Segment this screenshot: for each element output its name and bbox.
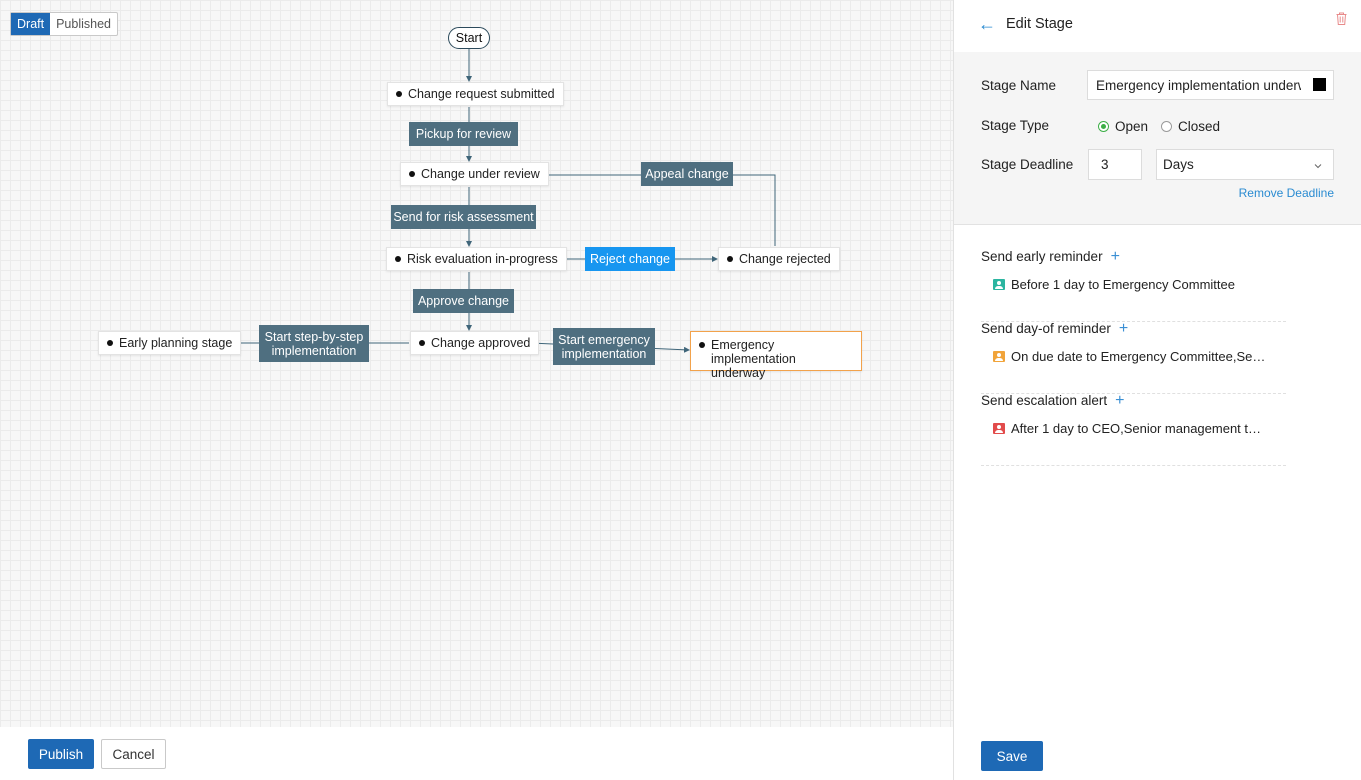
person-card-icon [993,423,1005,434]
transition-pickup-for-review[interactable]: Pickup for review [409,122,518,146]
publish-button[interactable]: Publish [28,739,94,769]
bullet-icon [727,256,733,262]
stage-node-change-rejected[interactable]: Change rejected [718,247,840,271]
transition-send-for-risk-assessment[interactable]: Send for risk assessment [391,205,536,229]
stage-node-early-planning[interactable]: Early planning stage [98,331,242,355]
bullet-icon [409,171,415,177]
bullet-icon [107,340,113,346]
stage-name-input[interactable]: Emergency implementation underway [1087,70,1334,100]
stage-node-change-request-submitted[interactable]: Change request submitted [387,82,564,106]
escalation-alert-section: Send escalation alert + After 1 day to C… [981,391,1286,466]
transition-start-step-by-step[interactable]: Start step-by-step implementation [259,325,369,362]
bullet-icon [419,340,425,346]
bullet-icon [396,91,402,97]
radio-checked-icon [1098,121,1109,132]
deadline-value: 3 [1101,157,1109,172]
person-card-icon [993,279,1005,290]
stage-color-swatch[interactable] [1313,78,1326,91]
bullet-icon [395,256,401,262]
stage-form: Stage Name Emergency implementation unde… [954,52,1361,225]
section-title: Send early reminder [981,249,1103,264]
bottom-action-bar: Publish Cancel [0,727,954,780]
panel-title: Edit Stage [1006,16,1073,32]
transition-start-emergency[interactable]: Start emergency implementation [553,328,655,365]
stage-node-risk-evaluation[interactable]: Risk evaluation in-progress [386,247,567,271]
stage-node-change-approved[interactable]: Change approved [410,331,540,355]
edit-stage-panel: ← Edit Stage Stage Name Emergency implem… [954,0,1361,780]
stage-name-label: Stage Name [981,78,1057,93]
early-reminder-item[interactable]: Before 1 day to Emergency Committee [993,277,1235,292]
panel-header: ← Edit Stage [954,0,1361,52]
deadline-value-input[interactable]: 3 [1088,149,1142,180]
day-of-reminder-section: Send day-of reminder + On due date to Em… [981,319,1286,394]
day-of-reminder-item[interactable]: On due date to Emergency Committee,Se… [993,349,1265,364]
radio-unchecked-icon [1161,121,1172,132]
add-early-reminder-plus-icon[interactable]: + [1110,247,1120,265]
stage-node-label: Change request submitted [408,87,555,101]
escalation-alert-item[interactable]: After 1 day to CEO,Senior management t… [993,421,1261,436]
add-day-of-reminder-plus-icon[interactable]: + [1118,319,1129,337]
section-title: Send day-of reminder [981,321,1111,336]
start-node[interactable]: Start [448,27,490,49]
published-tab[interactable]: Published [56,17,111,31]
early-reminder-section: Send early reminder + Before 1 day to Em… [981,247,1286,322]
stage-node-label: Change under review [421,167,540,181]
add-escalation-alert-plus-icon[interactable]: + [1115,391,1125,409]
remove-deadline-link[interactable]: Remove Deadline [1238,186,1334,200]
stage-name-value: Emergency implementation underway [1096,77,1301,93]
chevron-down-icon [1313,159,1323,174]
reminder-text: On due date to Emergency Committee,Se… [1011,349,1266,364]
back-arrow-icon[interactable]: ← [978,14,996,34]
draft-published-toggle[interactable]: Draft Published [10,12,118,36]
reminder-text: Before 1 day to Emergency Committee [1011,277,1235,292]
stage-type-open-label: Open [1115,119,1149,134]
draft-tab[interactable]: Draft [11,13,51,35]
cancel-button[interactable]: Cancel [101,739,166,769]
deadline-unit-select[interactable]: Days [1156,149,1334,180]
stage-node-change-under-review[interactable]: Change under review [400,162,549,186]
stage-type-label: Stage Type [981,118,1050,133]
stage-type-open-radio[interactable]: Open [1098,119,1148,134]
transition-reject-change[interactable]: Reject change [585,247,675,271]
workflow-canvas[interactable]: Draft Published Start [0,0,954,727]
stage-node-label: Risk evaluation in-progress [407,252,558,266]
stage-type-closed-radio[interactable]: Closed [1161,119,1220,134]
stage-node-emergency-implementation[interactable]: Emergency implementation underway [690,331,862,380]
save-button[interactable]: Save [981,741,1043,771]
stage-node-label: Change approved [431,336,531,350]
stage-type-closed-label: Closed [1178,119,1221,134]
trash-icon[interactable] [1336,12,1347,28]
transition-appeal-change[interactable]: Appeal change [641,162,733,186]
transition-approve-change[interactable]: Approve change [413,289,514,313]
stage-node-label: Change rejected [739,252,831,266]
stage-node-label: Early planning stage [119,336,233,350]
bullet-icon [699,342,705,348]
person-card-icon [993,351,1005,362]
deadline-unit-value: Days [1163,157,1194,172]
stage-node-label: Emergency implementation underway [711,338,796,380]
reminder-text: After 1 day to CEO,Senior management t… [1011,421,1262,436]
connector-appeal [540,172,776,246]
section-title: Send escalation alert [981,393,1108,408]
stage-deadline-label: Stage Deadline [981,157,1074,172]
